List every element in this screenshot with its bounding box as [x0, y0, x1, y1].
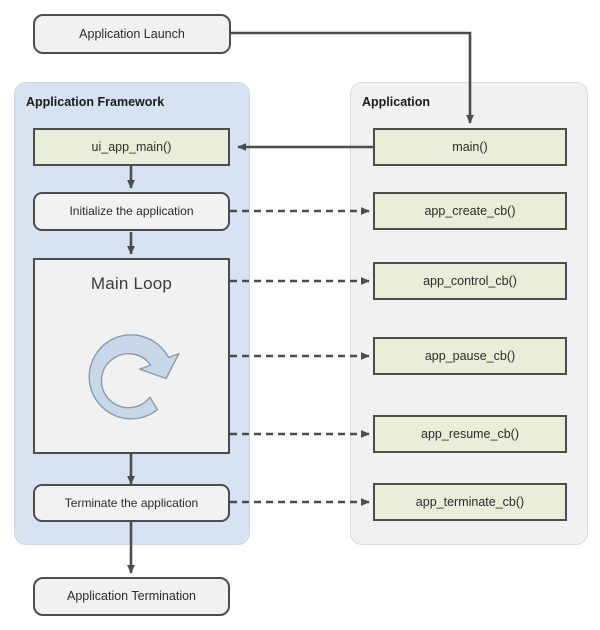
- node-app-pause-cb[interactable]: app_pause_cb(): [373, 337, 567, 375]
- edge-launch-to-main: [231, 31, 474, 124]
- node-application-termination-label: Application Termination: [66, 589, 196, 603]
- node-main-loop-label: Main Loop: [90, 274, 173, 293]
- node-ui-app-main-label: ui_app_main(): [91, 139, 172, 154]
- circular-refresh-arrow-icon: [70, 312, 194, 441]
- group-label-application-framework: Application Framework: [26, 95, 165, 109]
- node-app-terminate-cb-label: app_terminate_cb(): [415, 494, 525, 509]
- node-application-launch[interactable]: Application Launch: [33, 14, 231, 54]
- node-application-termination[interactable]: Application Termination: [33, 577, 230, 616]
- node-app-control-cb-label: app_control_cb(): [423, 273, 517, 288]
- node-app-resume-cb-label: app_resume_cb(): [421, 426, 519, 441]
- node-app-terminate-cb[interactable]: app_terminate_cb(): [373, 483, 567, 521]
- group-label-application: Application: [362, 95, 431, 109]
- node-terminate-the-application-label: Terminate the application: [64, 495, 199, 510]
- node-application-launch-label: Application Launch: [79, 26, 185, 41]
- node-app-create-cb[interactable]: app_create_cb(): [373, 192, 567, 230]
- node-initialize-the-application-label: Initialize the application: [69, 204, 194, 219]
- node-main-label: main(): [452, 139, 488, 154]
- node-main-loop[interactable]: Main Loop: [33, 258, 230, 454]
- node-app-pause-cb-label: app_pause_cb(): [424, 348, 516, 363]
- node-app-resume-cb[interactable]: app_resume_cb(): [373, 415, 567, 453]
- node-terminate-the-application[interactable]: Terminate the application: [33, 484, 230, 522]
- node-initialize-the-application[interactable]: Initialize the application: [33, 192, 230, 231]
- node-ui-app-main[interactable]: ui_app_main(): [33, 128, 230, 166]
- node-main[interactable]: main(): [373, 128, 567, 166]
- node-app-control-cb[interactable]: app_control_cb(): [373, 262, 567, 300]
- node-app-create-cb-label: app_create_cb(): [424, 203, 516, 218]
